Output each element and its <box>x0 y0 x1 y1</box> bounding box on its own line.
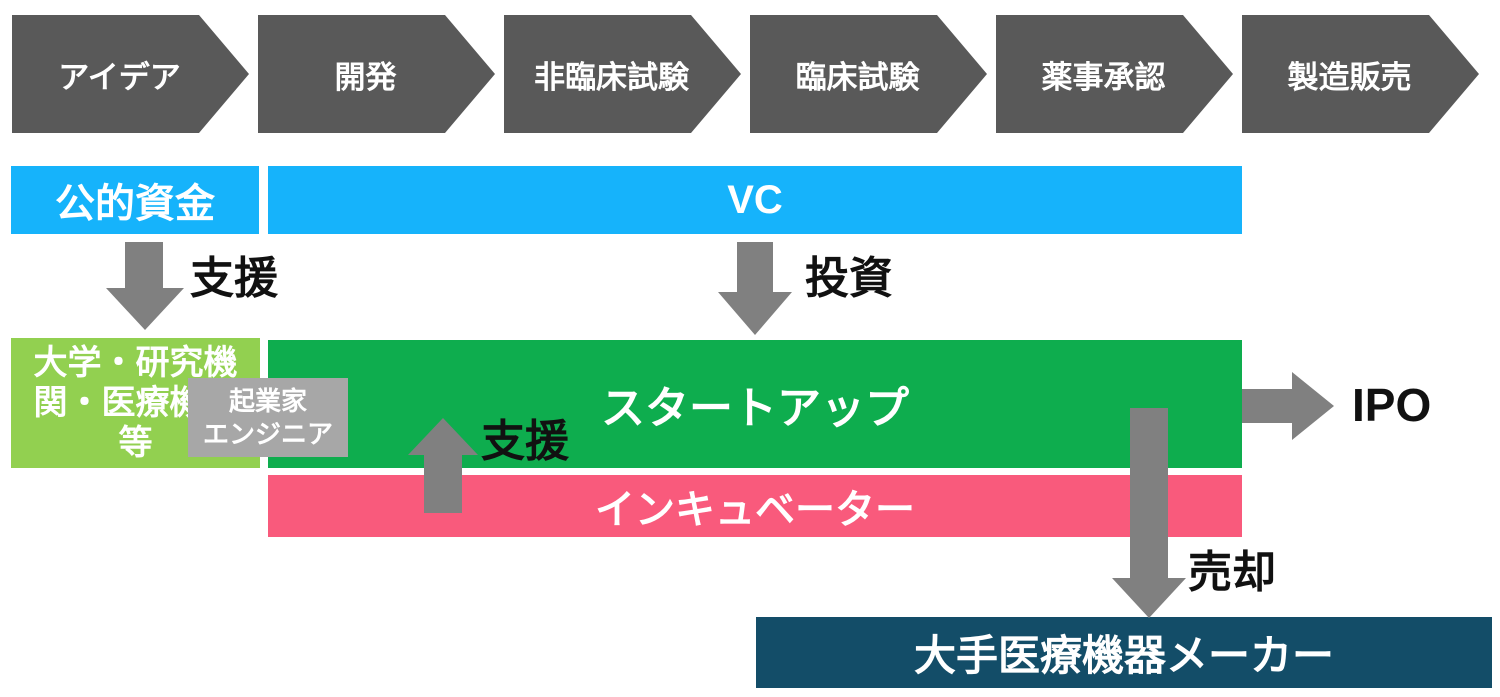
incubator-support-label: 支援 <box>481 417 569 466</box>
stage-chevron-regulatory: 薬事承認 <box>996 15 1233 133</box>
stage-label: 薬事承認 <box>1041 59 1166 95</box>
vc-box: VC <box>268 166 1242 234</box>
entrepreneurs-label: 起業家 エンジニア <box>202 386 333 449</box>
stage-label: アイデア <box>58 59 181 95</box>
sale-label: 売却 <box>1188 548 1276 597</box>
public-funding-label: 公的資金 <box>55 182 215 226</box>
manufacturer-box: 大手医療機器メーカー <box>756 617 1492 688</box>
vc-investment-label: 投資 <box>805 254 893 303</box>
stage-chevron-idea: アイデア <box>12 15 249 133</box>
manufacturer-label: 大手医療機器メーカー <box>913 632 1334 679</box>
stage-chevron-manufacture-sales: 製造販売 <box>1242 15 1479 133</box>
ipo-label: IPO <box>1352 379 1432 431</box>
public-funding-box: 公的資金 <box>11 166 259 234</box>
startup-label: スタートアップ <box>601 384 909 433</box>
public-support-label: 支援 <box>190 254 278 303</box>
stage-chevron-development: 開発 <box>258 15 495 133</box>
entrepreneurs-box: 起業家 エンジニア <box>188 378 348 457</box>
vc-label: VC <box>727 177 783 222</box>
stage-label: 臨床試験 <box>795 59 920 95</box>
stage-label: 非臨床試験 <box>534 59 689 95</box>
stage-chevron-preclinical: 非臨床試験 <box>504 15 741 133</box>
stage-chevron-clinical: 臨床試験 <box>750 15 987 133</box>
stage-label: 開発 <box>334 59 397 95</box>
incubator-label: インキュベーター <box>595 488 915 532</box>
incubator-box: インキュベーター <box>268 475 1242 537</box>
stage-label: 製造販売 <box>1287 59 1412 95</box>
